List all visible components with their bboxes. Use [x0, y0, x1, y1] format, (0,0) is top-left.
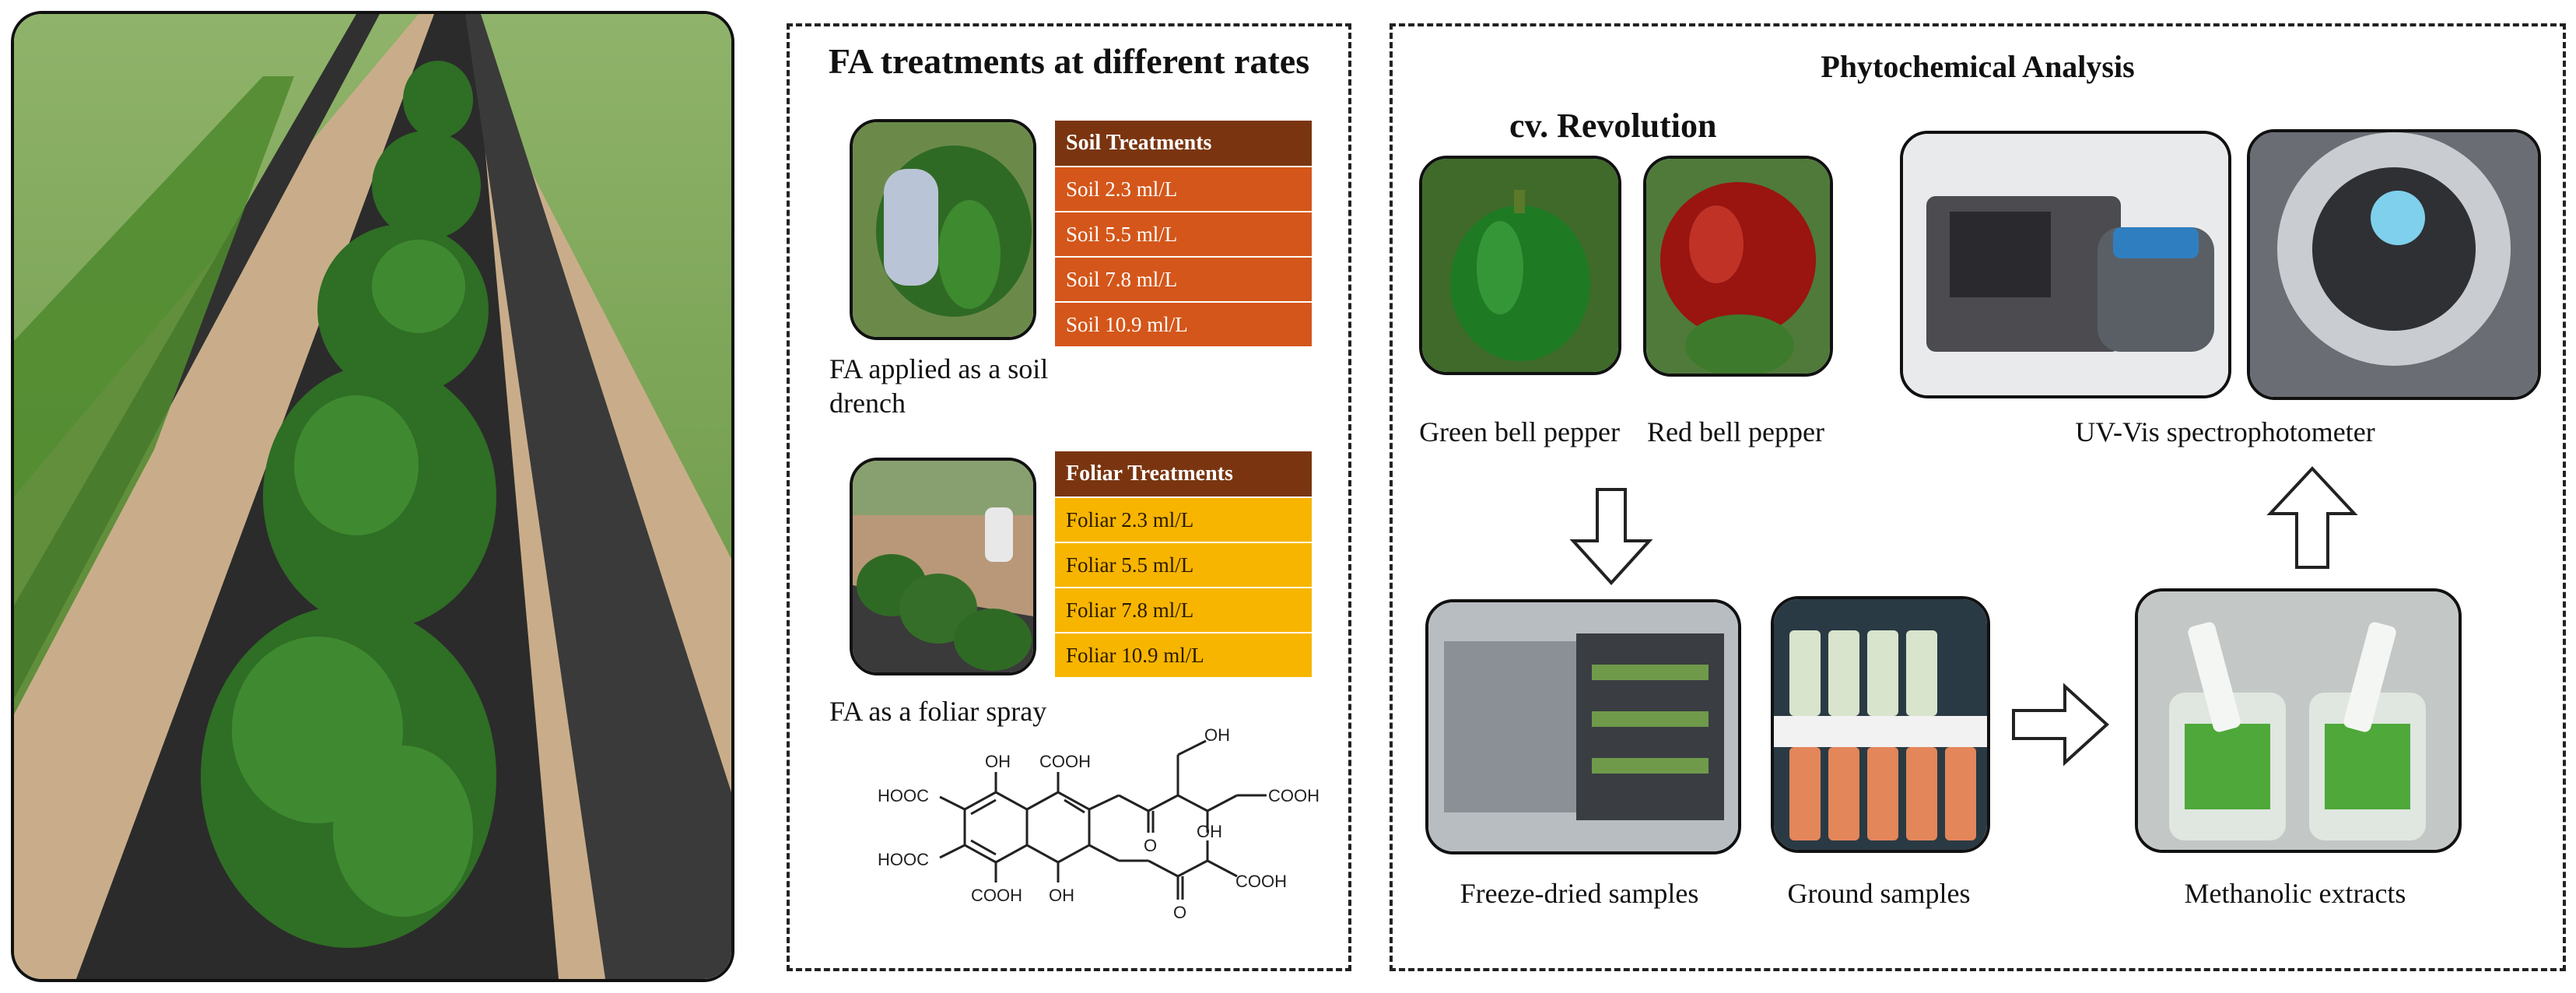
fulvic-acid-structure: OH COOH OH HOOC HOOC COOH O O OH COOH CO… [878, 725, 1320, 922]
red-pepper-caption: Red bell pepper [1647, 416, 1824, 447]
label-o: O [1173, 903, 1186, 922]
label-hooc: HOOC [878, 786, 929, 805]
spectrophotometer-photo [1900, 131, 2231, 398]
fa-panel-title: FA treatments at different rates [828, 41, 1310, 81]
table-row: Soil 5.5 ml/L [1055, 211, 1312, 256]
methanolic-extracts-caption: Methanolic extracts [2184, 878, 2406, 909]
cultivar-label: cv. Revolution [1509, 107, 1717, 145]
table-row: Foliar 2.3 ml/L [1055, 496, 1312, 542]
label-cooh: COOH [1235, 872, 1287, 891]
soil-drench-photo [850, 119, 1036, 340]
right-arrow-icon [2012, 682, 2109, 767]
down-arrow-icon [1569, 488, 1653, 585]
soil-caption-line1: FA applied as a soil [829, 353, 1049, 384]
label-oh: OH [1204, 725, 1230, 745]
table-row: Soil 10.9 ml/L [1055, 301, 1312, 346]
label-hooc: HOOC [878, 850, 929, 869]
foliar-caption: FA as a foliar spray [829, 696, 1047, 727]
field-photo [11, 11, 734, 982]
table-row: Soil 7.8 ml/L [1055, 256, 1312, 301]
up-arrow-icon [2266, 466, 2358, 569]
uv-vis-caption: UV-Vis spectrophotometer [2075, 416, 2375, 447]
phyto-panel-title: Phytochemical Analysis [1821, 49, 2135, 84]
ground-samples-caption: Ground samples [1787, 878, 1971, 909]
foliar-spray-photo [850, 458, 1036, 675]
label-cooh: COOH [1039, 752, 1091, 771]
foliar-table-header: Foliar Treatments [1055, 451, 1312, 496]
phytochemical-panel [1390, 23, 2566, 971]
freeze-dried-caption: Freeze-dried samples [1460, 878, 1699, 909]
ground-samples-photo [1771, 596, 1990, 853]
table-row: Foliar 7.8 ml/L [1055, 587, 1312, 632]
red-pepper-photo [1643, 156, 1833, 377]
soil-caption-line2: drench [829, 388, 906, 419]
table-row: Soil 2.3 ml/L [1055, 166, 1312, 211]
cuvette-holder-photo [2247, 129, 2541, 400]
label-oh: OH [985, 752, 1011, 771]
green-pepper-caption: Green bell pepper [1419, 416, 1620, 447]
green-pepper-photo [1419, 156, 1621, 375]
fa-treatments-panel [787, 23, 1351, 971]
label-o: O [1144, 836, 1157, 855]
label-oh: OH [1049, 886, 1074, 905]
soil-caption: FA applied as a soil drench [829, 352, 1048, 420]
table-row: Foliar 5.5 ml/L [1055, 542, 1312, 587]
soil-table-header: Soil Treatments [1055, 121, 1312, 166]
table-row: Foliar 10.9 ml/L [1055, 632, 1312, 677]
label-cooh: COOH [1268, 786, 1320, 805]
label-oh: OH [1197, 822, 1222, 841]
foliar-treatments-table: Foliar Treatments Foliar 2.3 ml/L Foliar… [1055, 451, 1312, 677]
label-cooh: COOH [971, 886, 1022, 905]
soil-treatments-table: Soil Treatments Soil 2.3 ml/L Soil 5.5 m… [1055, 121, 1312, 346]
methanolic-extracts-photo [2135, 588, 2462, 853]
freeze-dried-photo [1425, 599, 1741, 854]
